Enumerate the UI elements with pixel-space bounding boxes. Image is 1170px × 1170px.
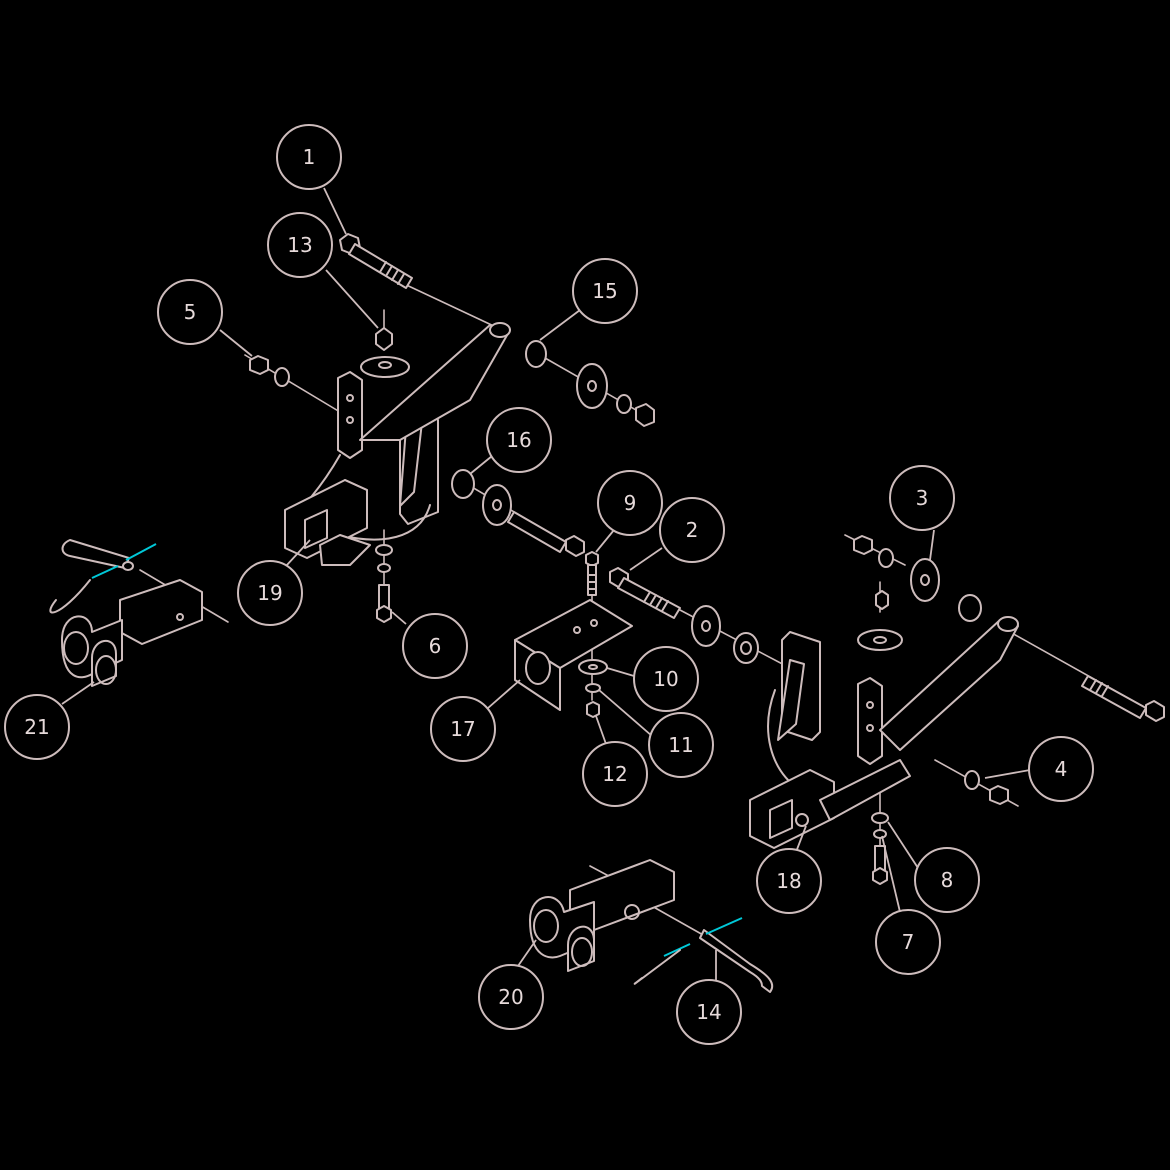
callout-9: 9	[597, 470, 663, 536]
bolt-part-1	[339, 233, 413, 289]
nut-and-washer-part-5	[249, 355, 290, 387]
callout-label-21: 21	[24, 715, 49, 739]
callout-label-2: 2	[686, 518, 699, 542]
callout-label-19: 19	[257, 581, 282, 605]
callout-15: 15	[572, 258, 638, 324]
callout-leaders	[61, 187, 1031, 982]
bolt-washer-spacer-part-2	[609, 567, 759, 664]
callout-label-16: 16	[506, 428, 531, 452]
callout-label-15: 15	[592, 279, 617, 303]
hardware-parts-10-11-12	[578, 659, 608, 718]
callout-label-7: 7	[902, 930, 915, 954]
hardware-parts-7-8	[871, 812, 889, 885]
callout-10: 10	[633, 646, 699, 712]
callout-4: 4	[1028, 736, 1094, 802]
callout-label-6: 6	[429, 634, 442, 658]
callout-label-1: 1	[303, 145, 316, 169]
nut-and-washer-part-13	[360, 327, 410, 378]
callout-label-11: 11	[668, 733, 693, 757]
callout-7: 7	[875, 909, 941, 975]
hitch-pin-part-14	[633, 917, 774, 993]
callout-14: 14	[676, 979, 742, 1045]
callout-label-13: 13	[287, 233, 312, 257]
callout-3: 3	[889, 465, 955, 531]
callout-label-12: 12	[602, 762, 627, 786]
callout-6: 6	[402, 613, 468, 679]
pin-accent-line	[663, 943, 691, 957]
callout-label-4: 4	[1055, 757, 1068, 781]
callout-8: 8	[914, 847, 980, 913]
spacer-washer-nut-part-15	[525, 340, 655, 427]
callout-label-18: 18	[776, 869, 801, 893]
pin-accent-line	[125, 543, 157, 561]
bolt-part-9	[585, 551, 599, 596]
callout-19: 19	[237, 560, 303, 626]
callout-18: 18	[756, 848, 822, 914]
mounting-plate-part-17	[514, 599, 633, 711]
callout-17: 17	[430, 696, 496, 762]
nut-washer-part-4	[964, 770, 1009, 805]
callout-11: 11	[648, 712, 714, 778]
hitch-mount-part-20	[529, 859, 675, 972]
receiver-bracket-part-19	[284, 322, 511, 566]
callout-2: 2	[659, 497, 725, 563]
callout-label-9: 9	[624, 491, 637, 515]
hitch-mount-part-21	[49, 539, 203, 687]
callout-12: 12	[582, 741, 648, 807]
callout-16: 16	[486, 407, 552, 473]
callout-label-3: 3	[916, 486, 929, 510]
callout-label-5: 5	[184, 300, 197, 324]
receiver-bracket-part-18	[749, 590, 1019, 849]
callout-label-10: 10	[653, 667, 678, 691]
callout-label-20: 20	[498, 985, 523, 1009]
callout-21: 21	[4, 694, 70, 760]
pin-accent-line	[91, 565, 119, 579]
pin-accent-line	[705, 917, 743, 935]
nut-washer-spacer-part-3	[853, 535, 1165, 722]
callout-1: 1	[276, 124, 342, 190]
bolt-part-6	[375, 544, 393, 623]
callout-label-17: 17	[450, 717, 475, 741]
spacer-washer-bolt-part-16	[451, 469, 585, 557]
callout-label-8: 8	[941, 868, 954, 892]
callout-13: 13	[267, 212, 333, 278]
callout-5: 5	[157, 279, 223, 345]
callout-label-14: 14	[696, 1000, 721, 1024]
callout-20: 20	[478, 964, 544, 1030]
